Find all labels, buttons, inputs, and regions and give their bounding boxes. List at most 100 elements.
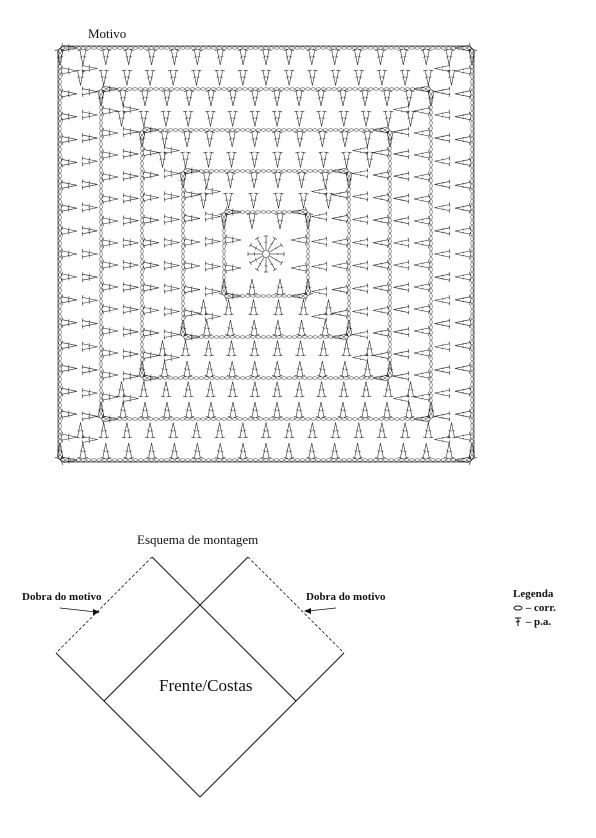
stitch-cross-bar (121, 117, 125, 119)
chain-stitch (58, 235, 62, 242)
double-crochet-stitch (205, 340, 209, 356)
chain-stitch (58, 433, 62, 440)
stitch-top-bar (182, 110, 188, 113)
stitch-cross-bar (445, 450, 450, 453)
chain-stitch (234, 128, 241, 132)
double-crochet-stitch (82, 88, 98, 92)
stitch-cross-bar (228, 307, 232, 309)
chain-stitch (302, 335, 308, 339)
stitch-cross-bar (462, 140, 464, 143)
stitch-top-bar (277, 90, 283, 92)
chain-stitch (470, 293, 474, 299)
double-crochet-stitch (207, 381, 211, 397)
chain-stitch (198, 128, 205, 132)
chain-stitch (234, 169, 241, 173)
double-crochet-stitch (331, 218, 348, 222)
double-crochet-stitch (393, 131, 409, 136)
stitch-cross-bar (462, 208, 464, 211)
stitch-top-bar (169, 457, 174, 459)
chain-stitch (163, 417, 170, 421)
stitch-top-bar (427, 457, 432, 459)
stitch-top-bar (220, 436, 225, 439)
stitch-top-bar (341, 354, 346, 357)
double-crochet-stitch (383, 90, 388, 107)
double-crochet-stitch (163, 90, 168, 107)
chain-stitch (58, 277, 62, 283)
stitch-top-bar (225, 290, 227, 296)
chain-stitch (174, 417, 180, 421)
double-crochet-stitch (320, 152, 324, 168)
chain-stitch (429, 319, 433, 325)
chain-stitch (140, 191, 144, 198)
stitch-top-bar (102, 259, 104, 265)
stitch-cross-bar (317, 409, 321, 412)
double-crochet-stitch (341, 360, 346, 377)
chain-stitch (302, 169, 308, 173)
chain-stitch (279, 417, 285, 421)
chain-stitch (470, 120, 474, 127)
stitch-cross-bar (79, 55, 83, 58)
chain-stitch (245, 128, 251, 132)
chain-stitch (140, 217, 144, 224)
chain-stitch (205, 417, 212, 421)
chain-stitch (101, 46, 107, 50)
stitch-top-bar (102, 243, 104, 249)
stitch-cross-bar (285, 55, 289, 58)
stitch-cross-bar (129, 220, 131, 225)
chain-stitch (229, 335, 235, 339)
stitch-top-bar (469, 163, 471, 168)
chain-stitch (276, 294, 282, 298)
chain-stitch (58, 230, 62, 236)
stitch-cross-bar (182, 158, 186, 161)
double-crochet-stitch (144, 401, 149, 418)
stitch-top-bar (407, 132, 410, 137)
stitch-cross-bar (401, 354, 403, 357)
double-crochet-stitch (301, 172, 305, 189)
double-crochet-stitch (193, 422, 197, 438)
stitch-cross-bar (380, 356, 382, 359)
stitch-top-bar (207, 334, 212, 336)
chain-stitch (429, 308, 433, 315)
stitch-top-bar (443, 49, 449, 51)
chain-stitch (58, 120, 62, 127)
double-crochet-stitch (393, 309, 409, 313)
chain-stitch (347, 238, 351, 244)
stitch-top-bar (325, 186, 328, 191)
stitch-cross-bar (405, 76, 409, 78)
chain-stitch (388, 171, 392, 177)
stitch-cross-bar (191, 265, 193, 270)
stitch-cross-bar (129, 153, 131, 158)
double-crochet-stitch (242, 49, 247, 66)
double-crochet-stitch (82, 436, 98, 440)
stitch-cross-bar (203, 199, 207, 201)
chain-stitch (470, 313, 474, 320)
double-crochet-stitch (413, 239, 430, 244)
double-crochet-stitch (123, 70, 128, 86)
double-crochet-stitch (367, 360, 371, 377)
stitch-top-bar (448, 179, 451, 184)
stitch-cross-bar (421, 133, 423, 136)
stitch-cross-bar (322, 138, 326, 140)
double-crochet-stitch (216, 442, 221, 459)
stitch-top-bar (144, 436, 150, 439)
double-crochet-stitch (118, 381, 122, 397)
double-crochet-stitch (56, 49, 61, 66)
chain-stitch (58, 266, 62, 273)
chain-stitch (470, 397, 474, 403)
double-crochet-stitch (413, 220, 430, 225)
stitch-cross-bar (421, 89, 423, 92)
stitch-top-bar (289, 457, 295, 459)
chain-stitch (58, 355, 62, 361)
chain-stitch (140, 367, 144, 373)
stitch-cross-bar (275, 306, 279, 309)
stitch-top-bar (143, 260, 145, 265)
stitch-cross-bar (335, 430, 339, 432)
stitch-top-bar (61, 65, 63, 71)
double-crochet-stitch (413, 129, 430, 134)
chain-stitch (470, 173, 474, 179)
stitch-cross-bar (328, 307, 332, 309)
stitch-top-bar (61, 111, 63, 116)
double-crochet-stitch (413, 264, 430, 269)
double-crochet-stitch (164, 311, 180, 315)
double-crochet-stitch (228, 193, 232, 209)
